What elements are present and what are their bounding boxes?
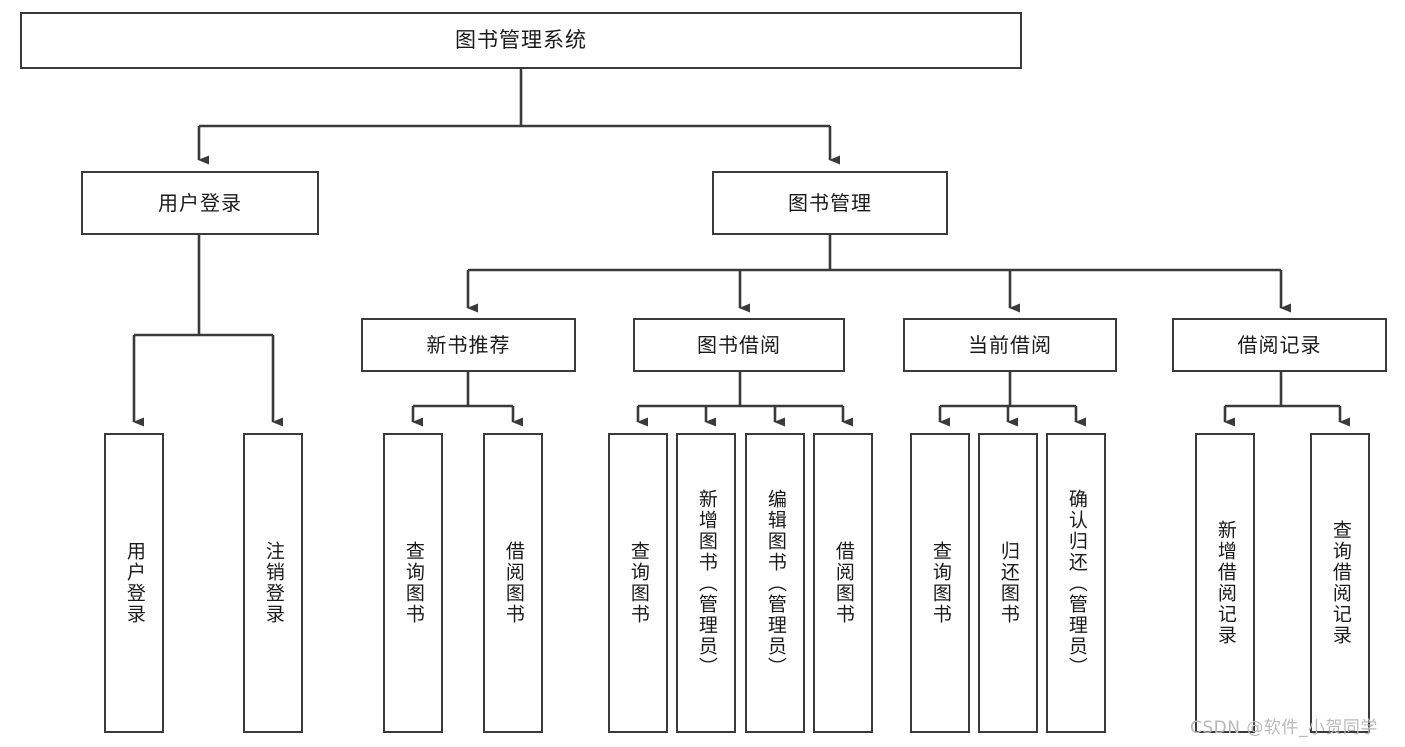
node-label: 借阅图书 [832,541,855,625]
node-label: 用户登录 [158,191,242,215]
node-leaf-borrow-book-1[interactable]: 借阅图书 [483,433,543,733]
node-label: 借阅记录 [1237,333,1322,357]
node-label: 归还图书 [997,541,1020,625]
node-label: 用户登录 [123,541,146,625]
node-label: 注销登录 [262,541,285,625]
node-label: 图书管理 [788,191,872,215]
node-book-borrow[interactable]: 图书借阅 [633,318,845,372]
node-leaf-query-book-3[interactable]: 查询图书 [910,433,970,733]
node-root-system[interactable]: 图书管理系统 [20,12,1022,69]
node-borrow-record[interactable]: 借阅记录 [1172,318,1387,372]
node-label: 查询图书 [929,541,952,625]
node-leaf-add-book[interactable]: 新增图书（管理员） [676,433,736,733]
node-label: 查询图书 [627,541,650,625]
node-leaf-query-record[interactable]: 查询借阅记录 [1310,433,1370,733]
node-label: 图书借阅 [697,333,781,357]
node-label: 借阅图书 [502,541,525,625]
node-label: 新增借阅记录 [1214,520,1237,646]
watermark-text: CSDN @软件_小贺同学 [1190,718,1378,738]
node-leaf-edit-book[interactable]: 编辑图书（管理员） [745,433,805,733]
node-user-login[interactable]: 用户登录 [81,171,319,235]
node-leaf-add-record[interactable]: 新增借阅记录 [1195,433,1255,733]
node-book-management[interactable]: 图书管理 [712,171,948,235]
node-leaf-query-book-2[interactable]: 查询图书 [608,433,668,733]
node-label: 新书推荐 [426,333,511,357]
node-leaf-logout[interactable]: 注销登录 [243,433,303,733]
node-new-book-recommend[interactable]: 新书推荐 [361,318,576,372]
node-label: 确认归还（管理员） [1065,488,1088,678]
node-label: 当前借阅 [968,333,1052,357]
node-leaf-query-book-1[interactable]: 查询图书 [383,433,443,733]
node-leaf-confirm-return[interactable]: 确认归还（管理员） [1046,433,1106,733]
node-label: 新增图书（管理员） [695,488,718,678]
node-leaf-borrow-book-2[interactable]: 借阅图书 [813,433,873,733]
node-label: 查询图书 [402,541,425,625]
node-leaf-user-login[interactable]: 用户登录 [104,433,164,733]
node-label: 查询借阅记录 [1329,520,1352,646]
node-label: 图书管理系统 [455,27,587,52]
node-current-borrow[interactable]: 当前借阅 [903,318,1117,372]
node-label: 编辑图书（管理员） [764,488,787,678]
node-leaf-return-book[interactable]: 归还图书 [978,433,1038,733]
